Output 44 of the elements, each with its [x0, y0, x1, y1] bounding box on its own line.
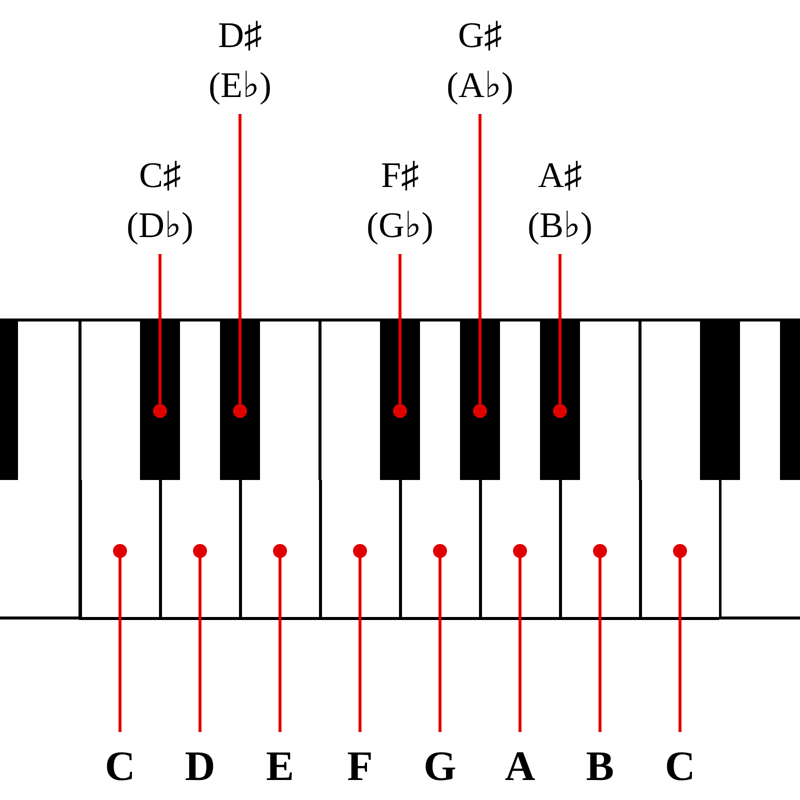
note-label: D♯ — [218, 14, 262, 57]
note-label: D — [184, 743, 216, 792]
leader-line — [233, 114, 247, 418]
piano-key — [398, 480, 478, 620]
leader-line — [433, 544, 447, 732]
note-label: A♯ — [538, 154, 582, 197]
note-label: (A♭) — [446, 64, 514, 107]
piano-key — [460, 320, 500, 480]
note-label: B — [586, 743, 614, 792]
leader-line — [553, 254, 567, 418]
note-label: C — [664, 743, 696, 792]
leader-line — [193, 544, 207, 732]
note-label: C — [104, 743, 136, 792]
piano-key — [78, 480, 158, 620]
piano-key — [558, 480, 638, 620]
note-label: C♯ — [138, 154, 181, 197]
note-label: A — [504, 743, 536, 792]
note-label: G — [424, 743, 456, 792]
piano-key — [638, 480, 718, 620]
piano-key — [140, 320, 180, 480]
leader-line — [113, 544, 127, 732]
leader-line — [153, 254, 167, 418]
piano-key — [158, 480, 238, 620]
piano-key — [238, 480, 318, 620]
piano-key — [318, 480, 398, 620]
note-label: F — [347, 743, 373, 792]
leader-line — [473, 114, 487, 418]
note-label: E — [266, 743, 294, 792]
leader-line — [673, 544, 687, 732]
note-label: F♯ — [380, 154, 420, 197]
piano-key — [540, 320, 580, 480]
note-label: (D♭) — [126, 204, 194, 247]
note-label: G♯ — [458, 14, 502, 57]
note-label: (E♭) — [208, 64, 272, 107]
leader-line — [593, 544, 607, 732]
note-label: (G♭) — [366, 204, 434, 247]
leader-line — [393, 254, 407, 418]
leader-line — [353, 544, 367, 732]
piano-key — [380, 320, 420, 480]
piano-key — [220, 320, 260, 480]
leader-line — [513, 544, 527, 732]
leader-line — [273, 544, 287, 732]
note-label: (B♭) — [528, 204, 592, 247]
piano-key — [478, 480, 558, 620]
